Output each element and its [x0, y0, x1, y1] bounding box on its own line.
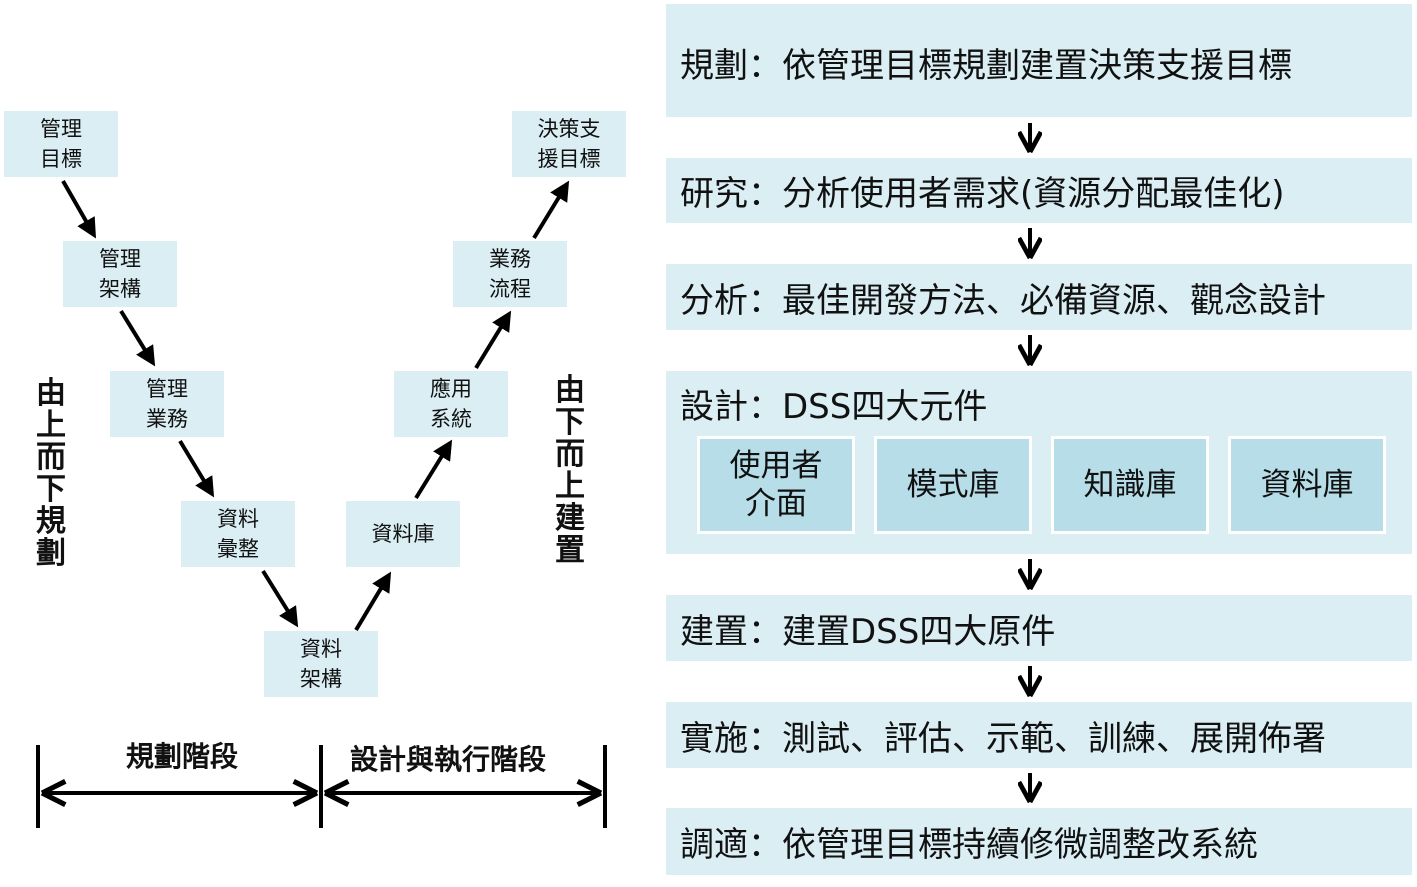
step-text: 研究：分析使用者需求(資源分配最佳化): [680, 174, 1285, 214]
step-implementation: 實施：測試、評估、示範、訓練、展開佈署: [666, 702, 1412, 768]
node-line: 管理: [146, 377, 188, 401]
design-execution-phase-label: 設計與執行階段: [350, 743, 547, 776]
node-line: 架構: [99, 277, 141, 301]
label-char: 置: [555, 533, 585, 568]
step-text: 分析：最佳開發方法、必備資源、觀念設計: [680, 280, 1326, 321]
component-knowledge-base: 知識庫: [1051, 436, 1209, 534]
label-char: 由: [555, 373, 585, 408]
component-line: 模式庫: [906, 467, 1000, 503]
arrow-down-1: [61, 180, 96, 239]
node-business-process: 業務 流程: [453, 241, 567, 307]
node-management-goal: 管理 目標: [4, 111, 118, 177]
label-char: 劃: [36, 536, 66, 571]
label-char: 上: [555, 469, 585, 504]
step-text: 調適：依管理目標持續修微調整改系統: [680, 825, 1258, 865]
label-char: 而: [555, 437, 585, 472]
label-char: 而: [36, 440, 66, 475]
arrow-down-3: [178, 439, 215, 498]
node-line: 業務: [146, 407, 188, 431]
node-line: 彙整: [217, 537, 259, 561]
component-line: 資料庫: [1260, 467, 1354, 503]
component-user-interface: 使用者 介面: [697, 436, 855, 534]
node-decision-support-goal: 決策支 援目標: [512, 111, 626, 177]
component-model-base: 模式庫: [874, 436, 1032, 534]
node-database: 資料庫: [346, 501, 460, 567]
node-line: 資料: [217, 507, 259, 531]
label-char: 下: [36, 472, 66, 507]
node-line: 業務: [489, 247, 531, 271]
step-planning: 規劃：依管理目標規劃建置決策支援目標: [666, 4, 1412, 117]
component-line: 介面: [745, 486, 807, 522]
node-data-consolidation: 資料 彙整: [181, 501, 295, 567]
arrow-up-1: [354, 571, 392, 632]
step-build: 建置：建置DSS四大原件: [666, 595, 1412, 661]
node-line: 目標: [40, 147, 82, 171]
label-char: 下: [555, 405, 585, 440]
step-text: 建置：建置DSS四大原件: [680, 611, 1056, 652]
node-management-business: 管理 業務: [110, 371, 224, 437]
node-line: 管理: [99, 247, 141, 271]
step-research: 研究：分析使用者需求(資源分配最佳化): [666, 158, 1412, 223]
bottom-up-build-label: 由 下 而 上 建 置: [550, 375, 590, 567]
arrow-up-3: [474, 310, 512, 370]
arrow-up-4: [532, 180, 570, 240]
node-data-architecture: 資料 架構: [264, 631, 378, 697]
arrow-down-4: [261, 569, 299, 628]
arrow-up-2: [414, 439, 453, 500]
step-analysis: 分析：最佳開發方法、必備資源、觀念設計: [666, 264, 1412, 330]
top-down-planning-label: 由 上 而 下 規 劃: [31, 378, 71, 570]
label-char: 由: [36, 376, 66, 411]
node-line: 決策支: [537, 117, 601, 141]
node-line: 架構: [300, 667, 342, 691]
step-adaptation: 調適：依管理目標持續修微調整改系統: [666, 808, 1412, 875]
component-line: 使用者: [729, 448, 823, 484]
label-char: 上: [36, 408, 66, 443]
component-line: 知識庫: [1083, 467, 1177, 503]
step-text: 實施：測試、評估、示範、訓練、展開佈署: [680, 718, 1326, 759]
v-diagram-arrows: [36, 180, 607, 828]
node-line: 流程: [489, 277, 531, 301]
arrow-down-2: [119, 309, 156, 367]
step-text: 設計：DSS四大元件: [680, 387, 988, 427]
node-line: 資料庫: [371, 522, 435, 546]
label-char: 規: [36, 504, 66, 539]
node-line: 系統: [430, 407, 472, 431]
node-line: 資料: [300, 637, 342, 661]
step-text: 規劃：依管理目標規劃建置決策支援目標: [680, 46, 1292, 86]
node-line: 應用: [430, 377, 472, 401]
node-line: 援目標: [537, 147, 601, 171]
node-management-architecture: 管理 架構: [63, 241, 177, 307]
node-application-system: 應用 系統: [394, 371, 508, 437]
component-database: 資料庫: [1228, 436, 1386, 534]
label-char: 建: [555, 501, 585, 536]
node-line: 管理: [40, 117, 82, 141]
planning-phase-label: 規劃階段: [126, 740, 239, 773]
